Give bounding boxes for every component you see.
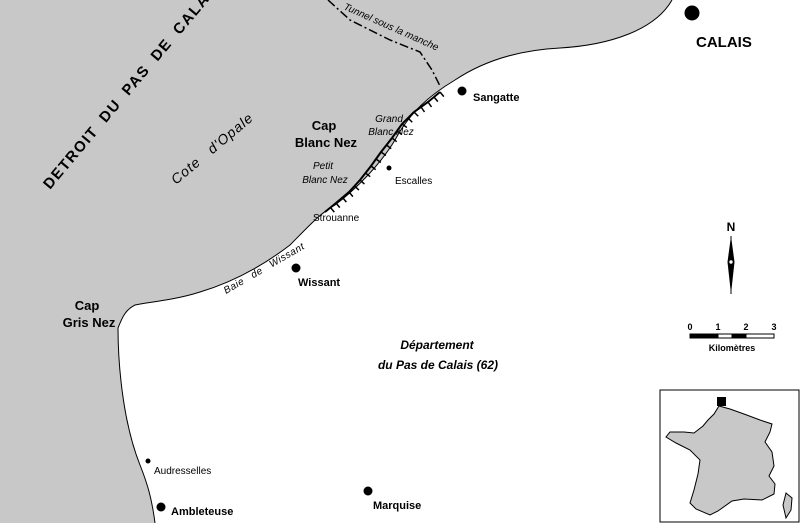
town-marker-icon [386, 165, 392, 171]
sea-area [0, 0, 672, 523]
cliff-tick [407, 117, 413, 123]
cliff-tick [396, 130, 403, 136]
scale-tick-2: 2 [743, 322, 748, 332]
grand-blanc-nez-label-line1: Grand [375, 114, 403, 125]
cliff-tick [353, 185, 360, 191]
north-arrow-icon: N [727, 220, 736, 294]
scale-segment-dark [689, 333, 719, 339]
town-label: CALAIS [696, 34, 752, 51]
cliff-tick [420, 106, 426, 113]
town-wissant: Wissant [291, 263, 340, 289]
town-calais: CALAIS [684, 5, 752, 51]
cliff-tick [341, 197, 347, 203]
town-label: Audresselles [154, 466, 211, 477]
town-marker-icon [684, 5, 700, 21]
cap-blanc-nez-label-line1: Cap [312, 118, 337, 133]
scale-unit-label: Kilomètres [709, 343, 756, 353]
town-marker-icon [156, 502, 166, 512]
cliff-tick [386, 144, 392, 150]
town-ambleteuse: Ambleteuse [156, 502, 233, 518]
town-audresselles: Audresselles [145, 458, 211, 477]
town-marquise: Marquise [363, 486, 421, 512]
cliff-tick [391, 137, 398, 143]
town-marker-icon [291, 263, 301, 273]
cliff-tick [380, 151, 387, 157]
town-label: Marquise [373, 500, 421, 512]
scale-bar: 0 1 2 3 Kilomètres [687, 322, 776, 353]
town-label: Ambleteuse [171, 506, 233, 518]
north-label: N [727, 220, 736, 234]
town-escalles: Escalles [386, 165, 432, 187]
cliff-tick [365, 172, 371, 178]
cliff-tick [370, 165, 377, 171]
town-label: Strouanne [313, 213, 360, 224]
cliff-tick [439, 91, 445, 98]
petit-blanc-nez-label-line2: Blanc Nez [302, 175, 348, 186]
cap-gris-nez-label-line1: Cap [75, 298, 100, 313]
inset-map-france [659, 389, 800, 523]
cliff-tick [427, 101, 433, 108]
cliff-tick [329, 207, 335, 213]
scale-segment-dark [731, 333, 747, 339]
department-label-line1: Département [400, 338, 474, 352]
town-marker-icon [363, 486, 373, 496]
cliff-tick [335, 202, 341, 209]
cap-blanc-nez-label-line2: Blanc Nez [295, 135, 358, 150]
cliff-tick [359, 179, 365, 185]
town-sangatte: Sangatte [457, 86, 519, 104]
cliff-tick [401, 123, 408, 129]
town-label: Escalles [395, 176, 432, 187]
cliff-tick [375, 158, 382, 164]
petit-blanc-nez-label-line1: Petit [313, 161, 334, 172]
department-label-line2: du Pas de Calais (62) [378, 358, 498, 372]
location-square-icon [717, 397, 726, 406]
scale-segment-light [745, 333, 775, 339]
france-outline-icon [665, 405, 776, 516]
cliff-tick [413, 111, 419, 117]
town-strouanne: Strouanne [313, 213, 360, 224]
scale-segment-light [717, 333, 733, 339]
tunnel-line [327, 0, 441, 87]
scale-tick-0: 0 [687, 322, 692, 332]
compass-pivot-icon [728, 259, 734, 265]
cliff-tick [433, 96, 439, 103]
coastline [117, 0, 673, 523]
corsica-outline-icon [782, 492, 793, 520]
town-marker-icon [457, 86, 467, 96]
scale-tick-1: 1 [715, 322, 720, 332]
scale-tick-3: 3 [771, 322, 776, 332]
town-label: Sangatte [473, 92, 519, 104]
town-label: Wissant [298, 277, 340, 289]
cliff-tick [348, 191, 354, 198]
cliff-line [324, 91, 445, 213]
grand-blanc-nez-label-line2: Blanc Nez [368, 127, 414, 138]
cap-gris-nez-label-line2: Gris Nez [63, 315, 116, 330]
town-marker-icon [145, 458, 151, 464]
